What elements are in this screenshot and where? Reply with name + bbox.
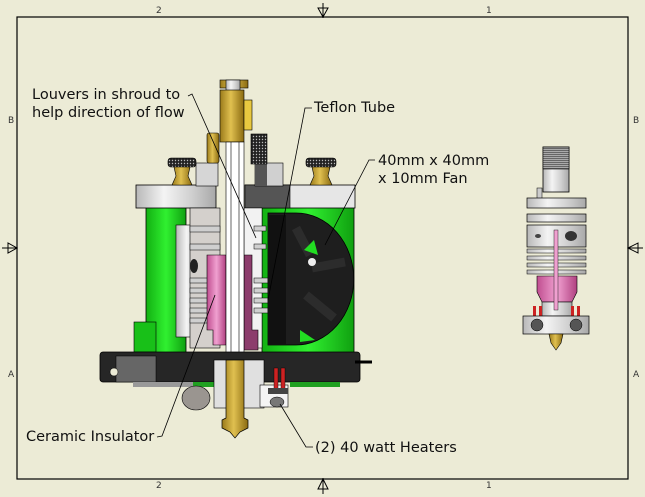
center-marker-left bbox=[2, 242, 19, 254]
leader-ceramic bbox=[156, 294, 216, 438]
mount-plate-left bbox=[135, 184, 217, 209]
leader-fan bbox=[324, 159, 375, 246]
leader-heaters bbox=[279, 403, 313, 448]
zone-top-2: 2 bbox=[156, 6, 162, 16]
callout-teflon-line-1: Teflon Tube bbox=[314, 100, 396, 116]
callout-louvers-line-2: help direction of flow bbox=[32, 105, 185, 121]
leader-lines bbox=[156, 93, 375, 448]
callout-louvers: Louvers in shroud to help direction of f… bbox=[32, 86, 185, 122]
callout-ceramic-line-1: Ceramic Insulator bbox=[26, 429, 155, 445]
zone-right-A: A bbox=[633, 370, 640, 380]
callout-heaters: (2) 40 watt Heaters bbox=[315, 439, 457, 457]
teflon-tube bbox=[225, 141, 245, 361]
zone-right-B: B bbox=[633, 116, 640, 126]
zone-bottom-1: 1 bbox=[486, 481, 492, 491]
nozzle-main bbox=[221, 359, 249, 439]
center-marker-right bbox=[626, 242, 643, 254]
zone-top-1: 1 bbox=[486, 6, 492, 16]
callout-teflon-tube: Teflon Tube bbox=[314, 99, 395, 117]
fan bbox=[267, 212, 355, 346]
main-assembly bbox=[99, 79, 372, 439]
brass-fitting-top bbox=[206, 79, 268, 165]
zone-left-B: B bbox=[8, 116, 15, 126]
center-marker-bottom bbox=[317, 477, 329, 494]
zone-bottom-2: 2 bbox=[156, 481, 162, 491]
side-view-assembly bbox=[522, 146, 590, 351]
center-marker-top bbox=[317, 3, 329, 19]
thumb-screw-right bbox=[305, 157, 337, 186]
heat-sink bbox=[175, 207, 269, 349]
callout-ceramic-insulator: Ceramic Insulator bbox=[26, 428, 154, 446]
leader-teflon bbox=[267, 107, 312, 301]
callout-heaters-line-1: (2) 40 watt Heaters bbox=[315, 440, 457, 456]
leader-louvers bbox=[187, 93, 257, 239]
zone-left-A: A bbox=[8, 370, 15, 380]
callout-louvers-line-1: Louvers in shroud to bbox=[32, 87, 181, 103]
thumb-screw-left bbox=[167, 157, 197, 186]
callout-fan: 40mm x 40mm x 10mm Fan bbox=[378, 152, 489, 188]
callout-fan-line-1: 40mm x 40mm bbox=[378, 153, 490, 169]
callout-fan-line-2: x 10mm Fan bbox=[378, 171, 468, 187]
